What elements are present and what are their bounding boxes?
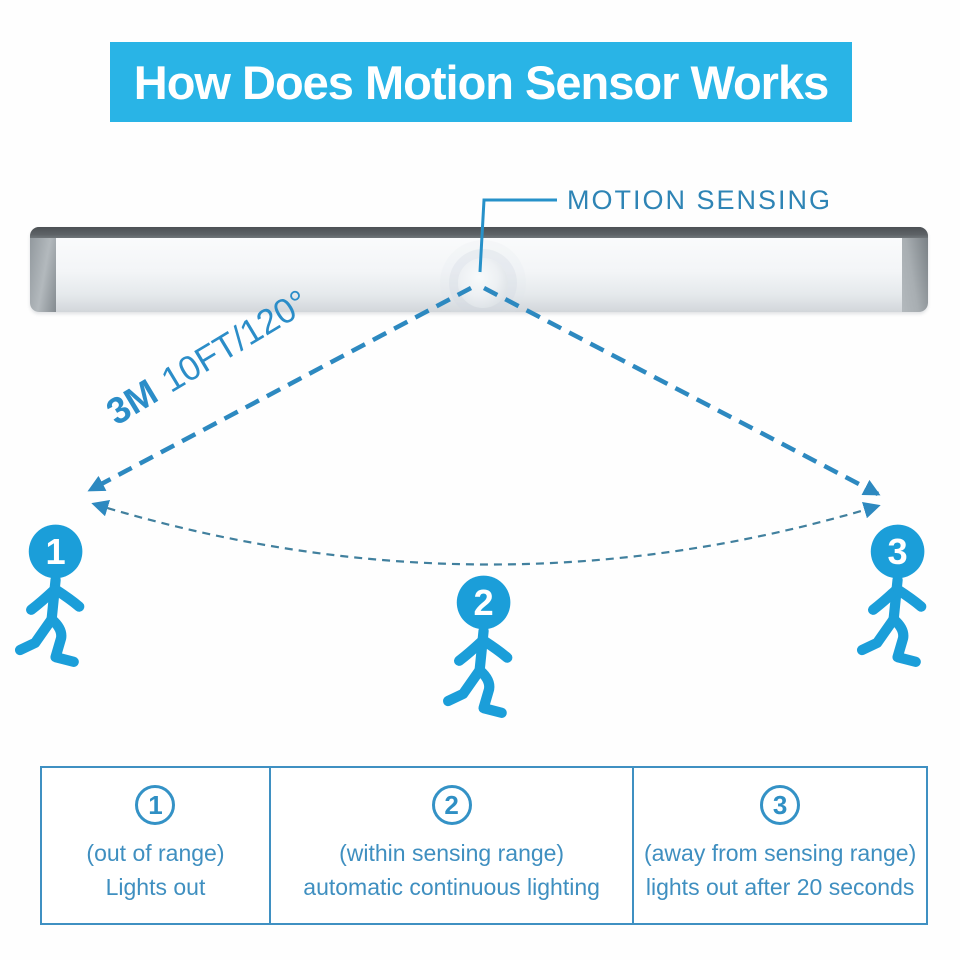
sensing-range-arc xyxy=(91,500,881,566)
person-head xyxy=(28,524,83,579)
person-figure-2: 2 xyxy=(441,572,523,722)
motion-sensor-dome xyxy=(458,258,508,308)
condition-text: (within sensing range) xyxy=(339,840,565,866)
person-body xyxy=(442,625,513,718)
person-body xyxy=(856,574,927,667)
circled-number-badge: 1 xyxy=(135,785,176,825)
condition-text: (out of range) xyxy=(86,840,225,866)
led-light-bar xyxy=(30,227,928,312)
legend-cell-out-of-range: 1 (out of range) Lights out xyxy=(42,768,271,923)
person-body xyxy=(14,574,85,667)
person-number: 1 xyxy=(45,531,65,572)
person-head xyxy=(456,575,511,630)
person-number: 3 xyxy=(887,531,907,572)
sensing-cone-right-line xyxy=(482,286,881,496)
result-text: automatic continuous lighting xyxy=(303,874,600,900)
bar-right-endcap xyxy=(902,227,928,312)
person-number: 2 xyxy=(473,582,493,623)
person-figure-3: 3 xyxy=(855,521,937,671)
circled-number-badge: 3 xyxy=(760,785,801,825)
result-text: Lights out xyxy=(105,874,206,900)
title-banner: How Does Motion Sensor Works xyxy=(110,42,852,122)
condition-text: (away from sensing range) xyxy=(643,840,917,866)
bar-top-edge xyxy=(30,227,928,238)
motion-sensing-label: MOTION SENSING xyxy=(567,185,833,215)
page-title: How Does Motion Sensor Works xyxy=(133,55,829,109)
legend-table: 1 (out of range) Lights out 2 (within se… xyxy=(40,766,928,925)
bar-left-endcap xyxy=(30,227,56,312)
range-distance: 3M xyxy=(99,371,165,433)
result-text: lights out after 20 seconds xyxy=(645,874,915,900)
person-head xyxy=(870,524,925,579)
legend-cell-within-range: 2 (within sensing range) automatic conti… xyxy=(271,768,635,923)
legend-cell-away-from-range: 3 (away from sensing range) lights out a… xyxy=(634,768,926,923)
person-figure-1: 1 xyxy=(13,521,95,671)
circled-number-badge: 2 xyxy=(431,785,472,825)
